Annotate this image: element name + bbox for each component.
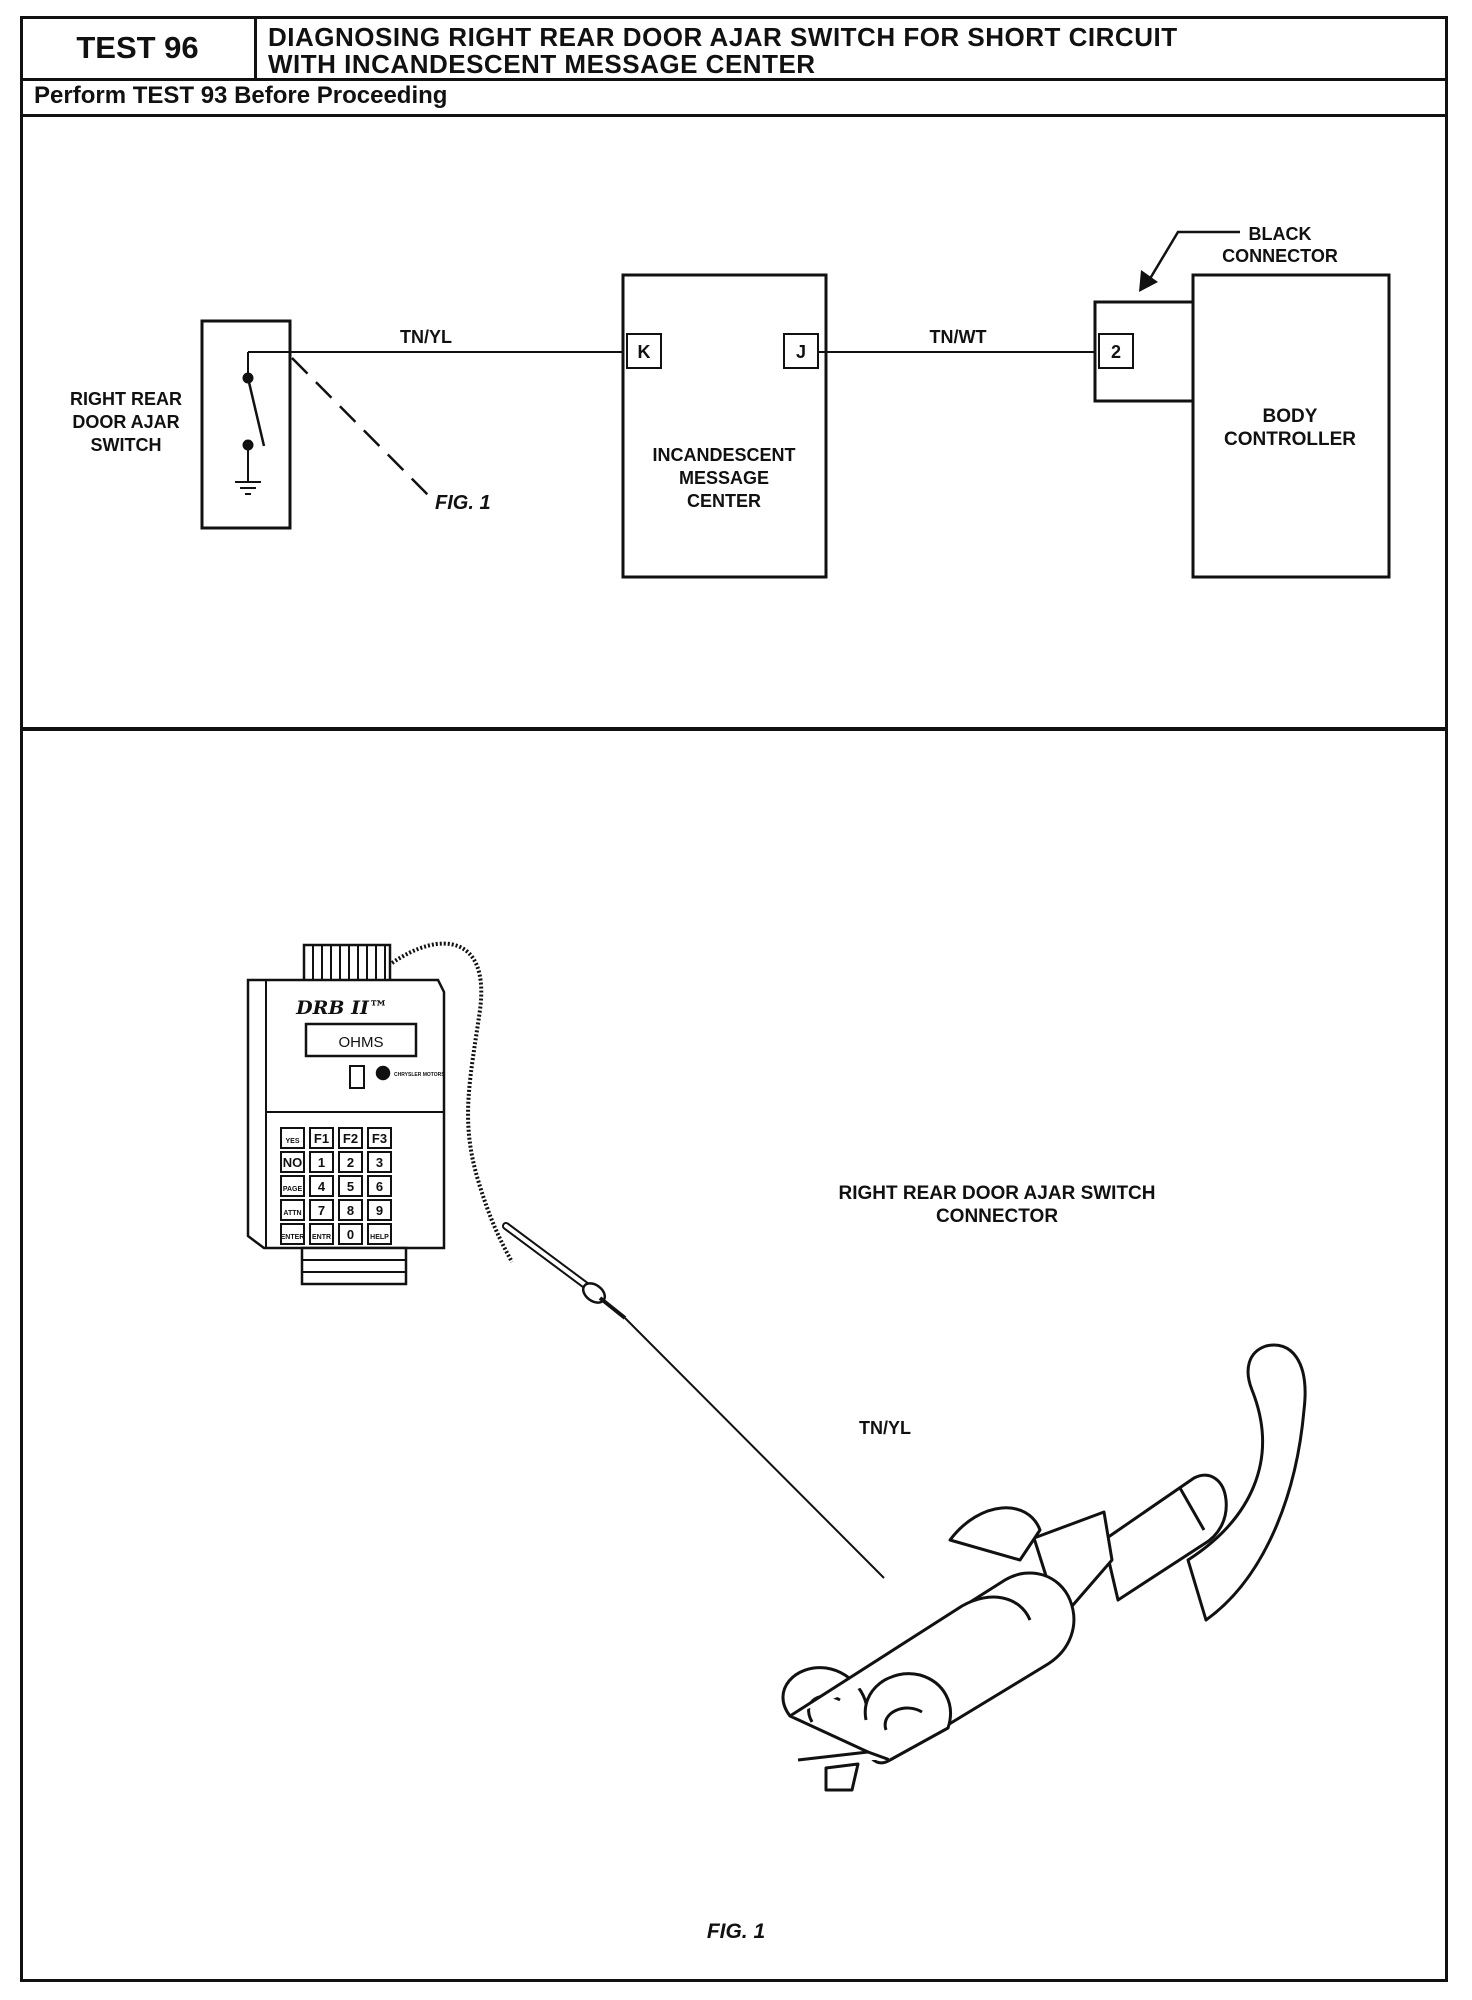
test-lead-cable [390, 941, 514, 1263]
body-controller-label-2: CONTROLLER [1224, 429, 1356, 450]
connector-pin-2-label: 2 [1111, 342, 1121, 362]
incandescent-message-center [621, 273, 828, 579]
fig-reference-label: FIG. 1 [435, 492, 491, 514]
probe-tip [598, 1296, 627, 1320]
connector-label-1: BLACK [1249, 224, 1312, 244]
wire-tn-yl-figure-label: TN/YL [859, 1418, 911, 1438]
keypad-key-label: F3 [372, 1131, 387, 1146]
keypad-key [367, 1127, 392, 1149]
keypad-key-label: F1 [314, 1131, 329, 1146]
figure-caption: FIG. 1 [707, 1920, 765, 1943]
pin-j-label: J [796, 342, 806, 362]
connector-title-1: RIGHT REAR DOOR AJAR SWITCH [838, 1183, 1155, 1204]
keypad-key-label: 8 [347, 1203, 354, 1218]
keypad-key [280, 1199, 305, 1221]
body-controller-label-1: BODY [1263, 406, 1318, 427]
keypad-key-label: 4 [318, 1179, 326, 1194]
keypad-key [367, 1199, 392, 1221]
wire-tn-yl-label: TN/YL [400, 327, 452, 347]
tool-maker-text: CHRYSLER MOTORS [394, 1072, 445, 1078]
keypad-key [309, 1127, 334, 1149]
prerequisite-note: Perform TEST 93 Before Proceeding [34, 82, 448, 109]
keypad-key [338, 1175, 363, 1197]
keypad-key-label: YES [285, 1138, 299, 1145]
header-divider [21, 78, 1445, 81]
fig-reference-line [291, 357, 431, 498]
black-connector [1093, 230, 1240, 403]
keypad-key-label: 3 [376, 1155, 383, 1170]
connector-title-2: CONNECTOR [936, 1206, 1058, 1227]
keypad-key [309, 1175, 334, 1197]
title-line-1: DIAGNOSING RIGHT REAR DOOR AJAR SWITCH F… [268, 22, 1178, 52]
keypad-key-label: 6 [376, 1179, 383, 1194]
test-number: TEST 96 [21, 18, 257, 78]
keypad-key-label: ENTR [312, 1234, 331, 1241]
switch-label-3: SWITCH [91, 435, 162, 455]
switch-label-1: RIGHT REAR [70, 389, 182, 409]
keypad-key [309, 1199, 334, 1221]
keypad-key-label: 0 [347, 1227, 354, 1242]
title-line-2: WITH INCANDESCENT MESSAGE CENTER [268, 49, 816, 79]
probe-wire [624, 1317, 885, 1579]
tool-display-text: OHMS [339, 1034, 384, 1051]
tool-brand-label: DRB II™ [295, 997, 388, 1019]
keypad-key-label: NO [283, 1155, 303, 1170]
door-ajar-switch [200, 319, 292, 530]
subheader-divider [21, 114, 1445, 117]
page-frame [20, 16, 1448, 1982]
keypad-key-label: HELP [370, 1234, 389, 1241]
keypad-key [338, 1151, 363, 1173]
pin-k-box [626, 333, 662, 369]
switch-label-2: DOOR AJAR [72, 412, 179, 432]
keypad-key-label: ATTN [283, 1210, 301, 1217]
door-ajar-switch-connector [781, 1343, 1307, 1792]
keypad-key-label: 9 [376, 1203, 383, 1218]
section-divider [21, 727, 1445, 731]
keypad-key [280, 1223, 305, 1245]
keypad-key [338, 1127, 363, 1149]
body-controller [1191, 273, 1391, 579]
keypad-key [280, 1175, 305, 1197]
keypad-key [309, 1151, 334, 1173]
keypad-key [280, 1127, 305, 1149]
keypad-key-label: 5 [347, 1179, 354, 1194]
imc-label-3: CENTER [687, 491, 761, 511]
keypad-key-label: PAGE [283, 1186, 303, 1193]
keypad-key [367, 1175, 392, 1197]
keypad-key-label: 2 [347, 1155, 354, 1170]
pin-k-label: K [638, 342, 651, 362]
keypad-key-label: ENTER [281, 1234, 305, 1241]
keypad-key-label: F2 [343, 1131, 358, 1146]
page-title: DIAGNOSING RIGHT REAR DOOR AJAR SWITCH F… [268, 24, 1178, 78]
keypad-key-label: 1 [318, 1155, 325, 1170]
keypad-key [280, 1151, 305, 1173]
keypad-key [338, 1199, 363, 1221]
imc-label-1: INCANDESCENT [652, 445, 795, 465]
keypad-key-label: 7 [318, 1203, 325, 1218]
connector-label-2: CONNECTOR [1222, 246, 1338, 266]
wire-tn-wt-label: TN/WT [930, 327, 987, 347]
keypad-key [367, 1223, 392, 1245]
keypad-key [367, 1151, 392, 1173]
keypad-key [338, 1223, 363, 1245]
keypad-key [309, 1223, 334, 1245]
imc-label-2: MESSAGE [679, 468, 769, 488]
